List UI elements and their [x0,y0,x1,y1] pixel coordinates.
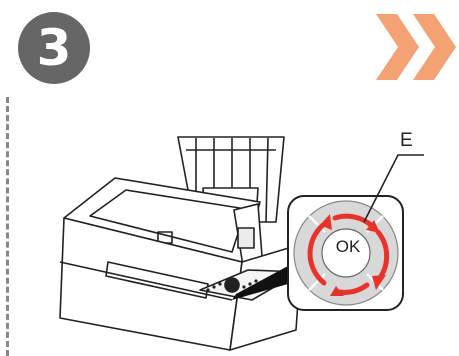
ok-button-label: OK [328,237,368,257]
callout-label-e: E [400,130,413,152]
